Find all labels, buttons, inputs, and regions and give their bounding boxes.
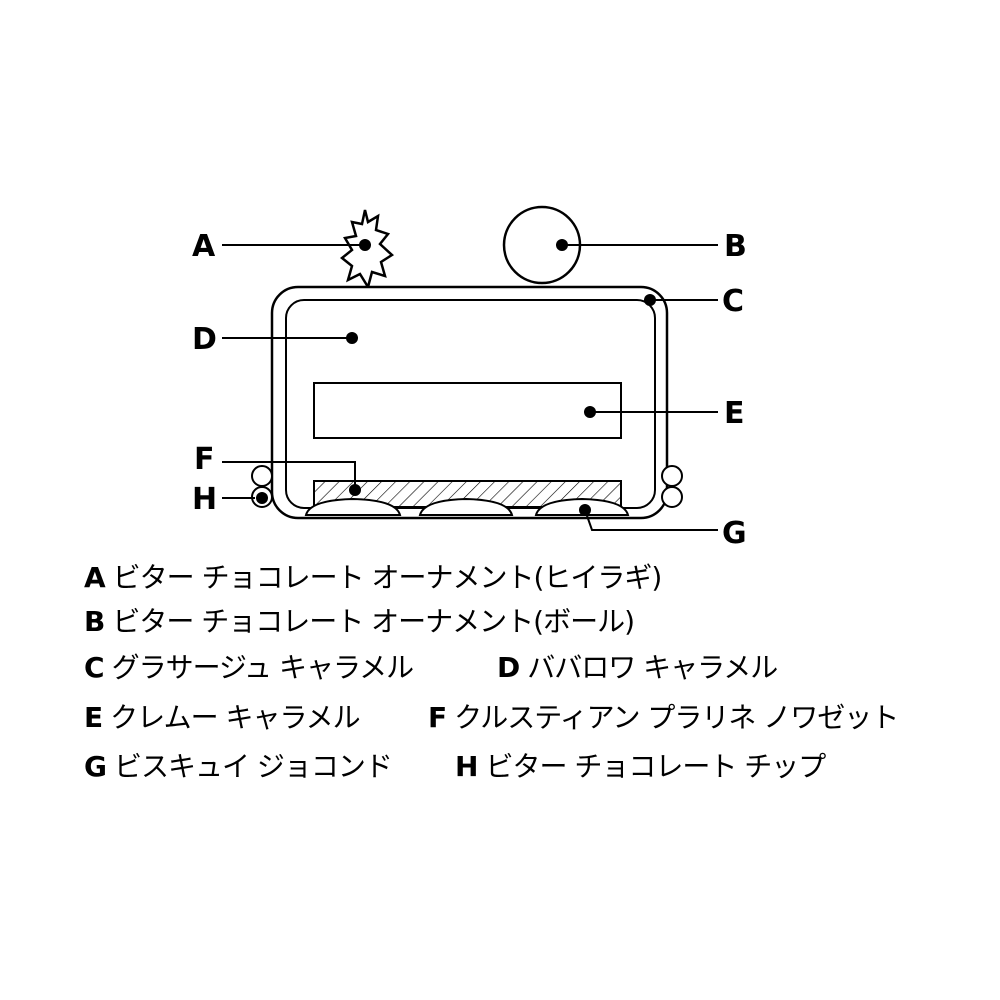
label-c: C [722, 284, 744, 319]
biscuit-dome-2 [418, 497, 514, 516]
glaze-outer [270, 285, 669, 520]
label-h: H [192, 482, 217, 517]
label-f: F [194, 442, 215, 477]
chip-right-bottom [661, 486, 683, 508]
label-g: G [722, 516, 747, 551]
label-e: E [724, 396, 745, 431]
label-b: B [724, 229, 747, 264]
chip-left-top [251, 465, 273, 487]
leader-lines [222, 244, 718, 531]
biscuit-dome-1 [304, 497, 402, 516]
marker-dots [256, 239, 656, 516]
label-d: D [192, 322, 217, 357]
cremeux-layer [313, 382, 622, 439]
label-a: A [192, 229, 216, 264]
chip-right-top [661, 465, 683, 487]
